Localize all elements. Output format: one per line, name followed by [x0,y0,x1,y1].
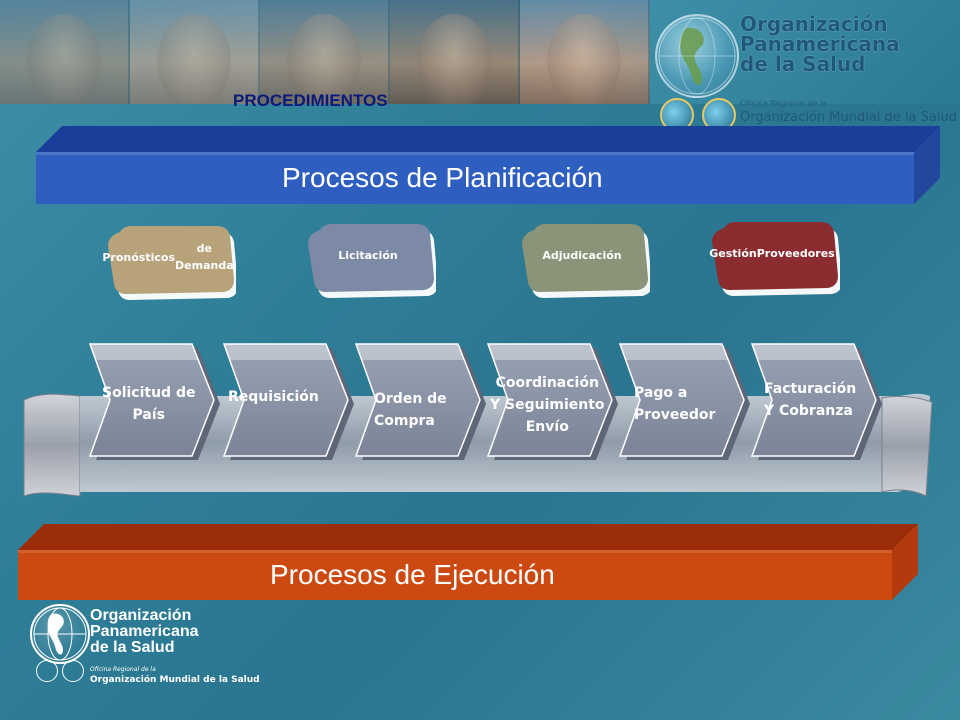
header-banner: Organización Panamericana de la Salud [0,0,960,104]
step-facturacion-cobranza: Facturación Y Cobranza [742,340,882,468]
step-label-line: Facturación [764,381,857,397]
page-title: PROCEDIMIENTOS [233,91,388,110]
footer-org-subtitle: Oficina Regional de la Organización Mund… [90,666,260,685]
planning-title: Procesos de Planificación [282,162,603,193]
step-label-line: Solicitud de [102,385,196,401]
globe-logo-icon [655,14,739,98]
globe-logo-icon [30,604,90,664]
stage-label-line: Licitación [338,248,398,262]
step-label-line: País [132,407,165,423]
stage-label-line: Gestión [709,246,757,260]
stage-label-line: Adjudicación [542,248,622,262]
paho-seal-icon [36,660,58,682]
step-label-line: Envío [525,419,569,435]
step-label-line: Proveedor [634,407,716,423]
stage-label-line: Pronósticos [102,250,176,264]
stage-adjudicacion: Adjudicación [520,222,650,298]
header-org-subtitle: Oficina Regional de la Organización Mund… [740,99,957,125]
step-requisicion: Requisición [214,340,354,468]
stage-licitacion: Licitación [306,222,436,298]
step-label-line: Y Cobranza [764,403,853,419]
step-orden-compra: Orden de Compra [346,340,486,468]
who-seal-icon [62,660,84,682]
step-label-line: Orden de [374,391,447,407]
footer-logo: Organización Panamericana de la Salud Of… [30,604,260,688]
step-pago-proveedor: Pago a Proveedor [610,340,750,468]
step-solicitud-pais: Solicitud de País [80,340,220,468]
step-label-line: Compra [374,413,435,429]
step-label-line: Coordinación [495,375,599,391]
step-label-line: Y Seguimiento [490,397,605,413]
step-label-line: Pago a [634,385,688,401]
step-label-line: Requisición [228,389,319,405]
footer-org-name: Organización Panamericana de la Salud [90,607,199,656]
stage-label-line: de Demanda [175,242,234,272]
stage-label-line: Proveedores [756,246,835,260]
header-org-name: Organización Panamericana de la Salud [740,12,900,76]
execution-title: Procesos de Ejecución [270,559,555,590]
